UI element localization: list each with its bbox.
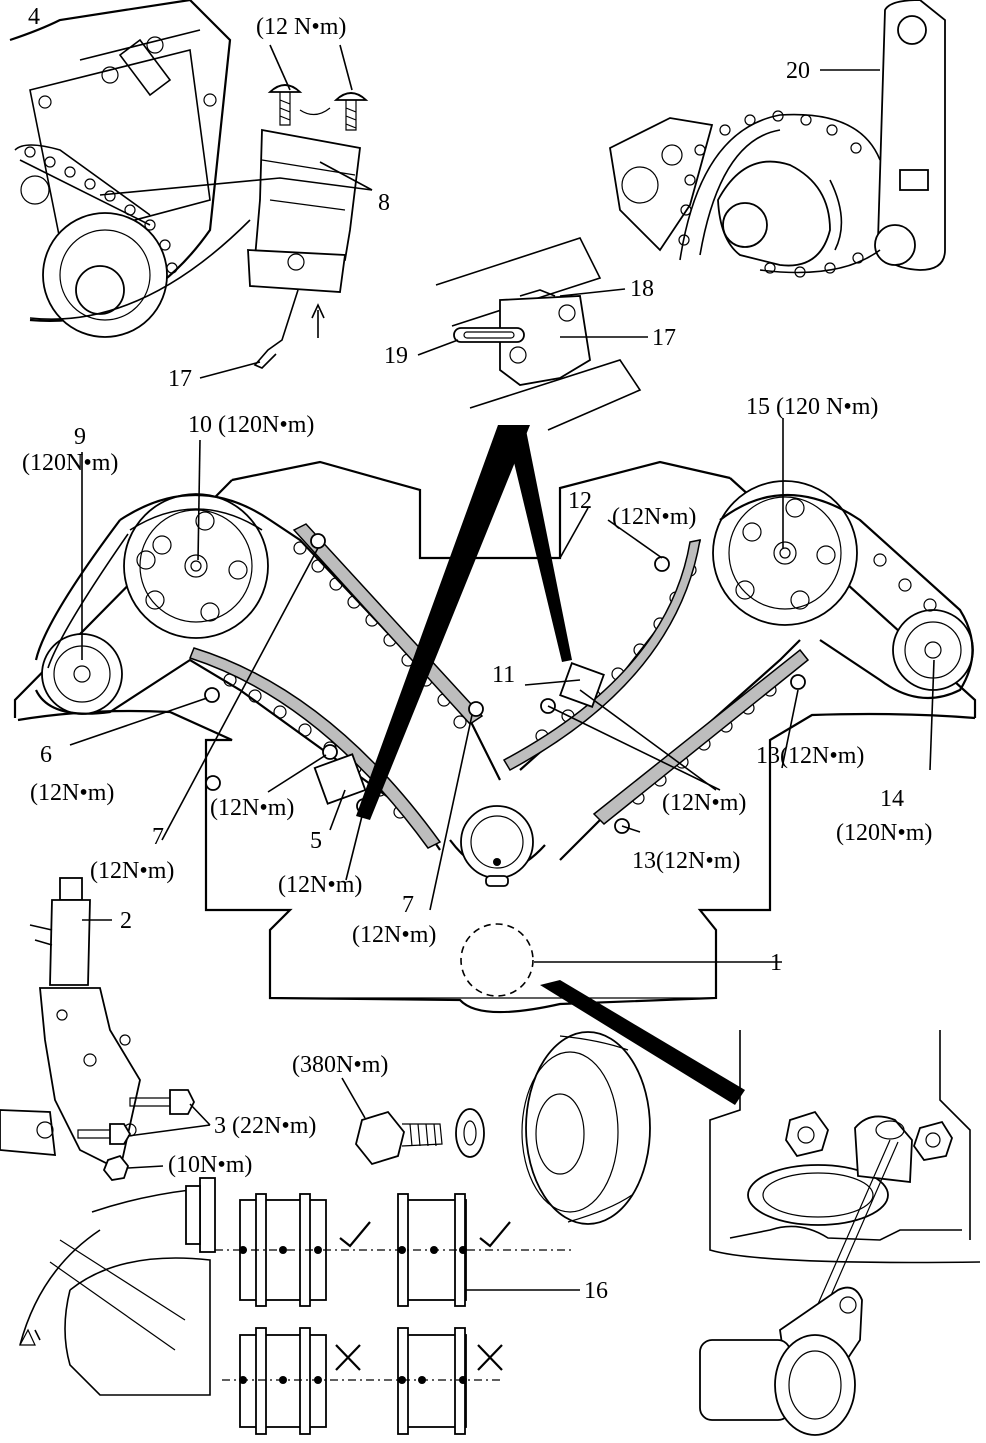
label-16: 16 [584,1278,608,1304]
zoom-wedge-bottom [540,980,745,1105]
label-14-torque: (120N•m) [836,820,932,846]
label-6: 6 [40,742,52,768]
label-10nm: (10N•m) [168,1152,252,1178]
label-top-torque: (12 N•m) [256,14,346,40]
tensioner-part-8 [247,107,361,293]
label-20: 20 [786,58,810,84]
label-5: 5 [310,828,322,854]
right-guide-bolt-top [790,674,806,690]
engine-block-outline [13,460,977,1014]
label-18: 18 [630,276,654,302]
left-guide-bolt-bottom [468,701,484,717]
label-17-top: 17 [168,366,192,392]
label-2: 2 [120,908,132,934]
label-10: 10 (120N•m) [188,412,314,438]
inset-top-right [609,0,946,278]
alignment-detail [19,1177,575,1435]
label-1: 1 [770,950,782,976]
label-12: 12 [568,488,592,514]
inset-bottom-right [699,1030,981,1436]
nut-10nm [102,1154,130,1181]
label-5-torque-a: (12N•m) [210,795,294,821]
right-arm-pivot-bolt [654,556,670,572]
label-17-center: 17 [652,325,676,351]
block-bolt-left [205,775,221,791]
label-9-torque: (120N•m) [22,450,118,476]
label-7-center-torque: (12N•m) [352,922,436,948]
crank-pulley [521,1031,651,1225]
right-tension-arm [502,539,701,772]
zoom-wedge-top-2 [505,425,572,662]
left-intake-sprocket [123,493,269,639]
label-11: 11 [492,662,515,688]
label-19: 19 [384,343,408,369]
label-4: 4 [28,4,40,30]
crankshaft-sprocket [449,805,546,887]
label-7-center: 7 [402,892,414,918]
zoom-wedge-top [356,425,530,820]
label-12-torque: (12N•m) [612,504,696,530]
crank-pulley-washer [455,1108,485,1158]
inset-top-center [435,237,642,431]
left-fixed-guide [292,523,484,725]
inset-chain-links [24,146,178,274]
tensioner-pin-17 [253,289,299,369]
left-tensioner [313,753,367,805]
crank-pulley-washer-hole [463,1120,477,1146]
left-tensioner-bolt [322,744,338,760]
label-15: 15 (120 N•m) [746,394,878,420]
callout-labels: 4 (12 N•m) 8 17 20 18 17 19 9 (120N•m) 1… [22,4,932,1304]
bolts-12nm [267,84,369,131]
left-arm-pivot-bolt [204,687,220,703]
tool-chain-links [678,110,864,278]
crank-nose-position [460,923,534,997]
label-9: 9 [74,424,86,450]
label-6-torque: (12N•m) [30,780,114,806]
label-14: 14 [880,786,904,812]
leader-lines [69,44,935,1291]
left-guide-bolt-top [310,533,326,549]
bolt-22nm [77,1089,196,1145]
label-13-top: 13(12N•m) [756,743,864,769]
label-11-torque: (12N•m) [662,790,746,816]
label-7-left: 7 [152,824,164,850]
crank-pulley-bolt [355,1110,443,1166]
label-pulley-torque: (380N•m) [292,1052,388,1078]
right-intake-sprocket [712,480,858,626]
right-fixed-guide [592,648,810,826]
press-arrow [311,303,325,338]
label-13-bottom: 13(12N•m) [632,848,740,874]
label-5-torque-b: (12N•m) [278,872,362,898]
right-tensioner [559,662,605,708]
label-8: 8 [378,190,390,216]
label-3: 3 (22N•m) [214,1113,316,1139]
left-tension-arm [189,647,442,849]
label-7-left-torque: (12N•m) [90,858,174,884]
inset-top-left [9,0,251,338]
